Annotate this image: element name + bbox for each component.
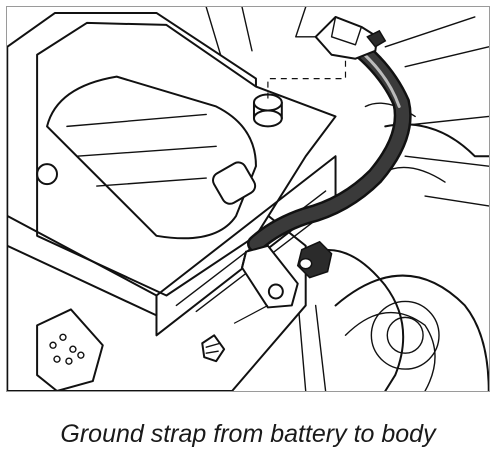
hold-down-bolt xyxy=(201,334,226,363)
illustration-frame xyxy=(6,6,490,392)
battery-clamp xyxy=(314,15,387,60)
battery-hold-down-bracket xyxy=(36,308,104,391)
ground-nut xyxy=(296,240,333,279)
bolt-alignment-line xyxy=(233,304,269,324)
ground-eyelet-terminal xyxy=(241,244,299,309)
battery-ground-strap-illustration xyxy=(7,7,489,391)
figure-caption: Ground strap from battery to body xyxy=(60,420,436,448)
